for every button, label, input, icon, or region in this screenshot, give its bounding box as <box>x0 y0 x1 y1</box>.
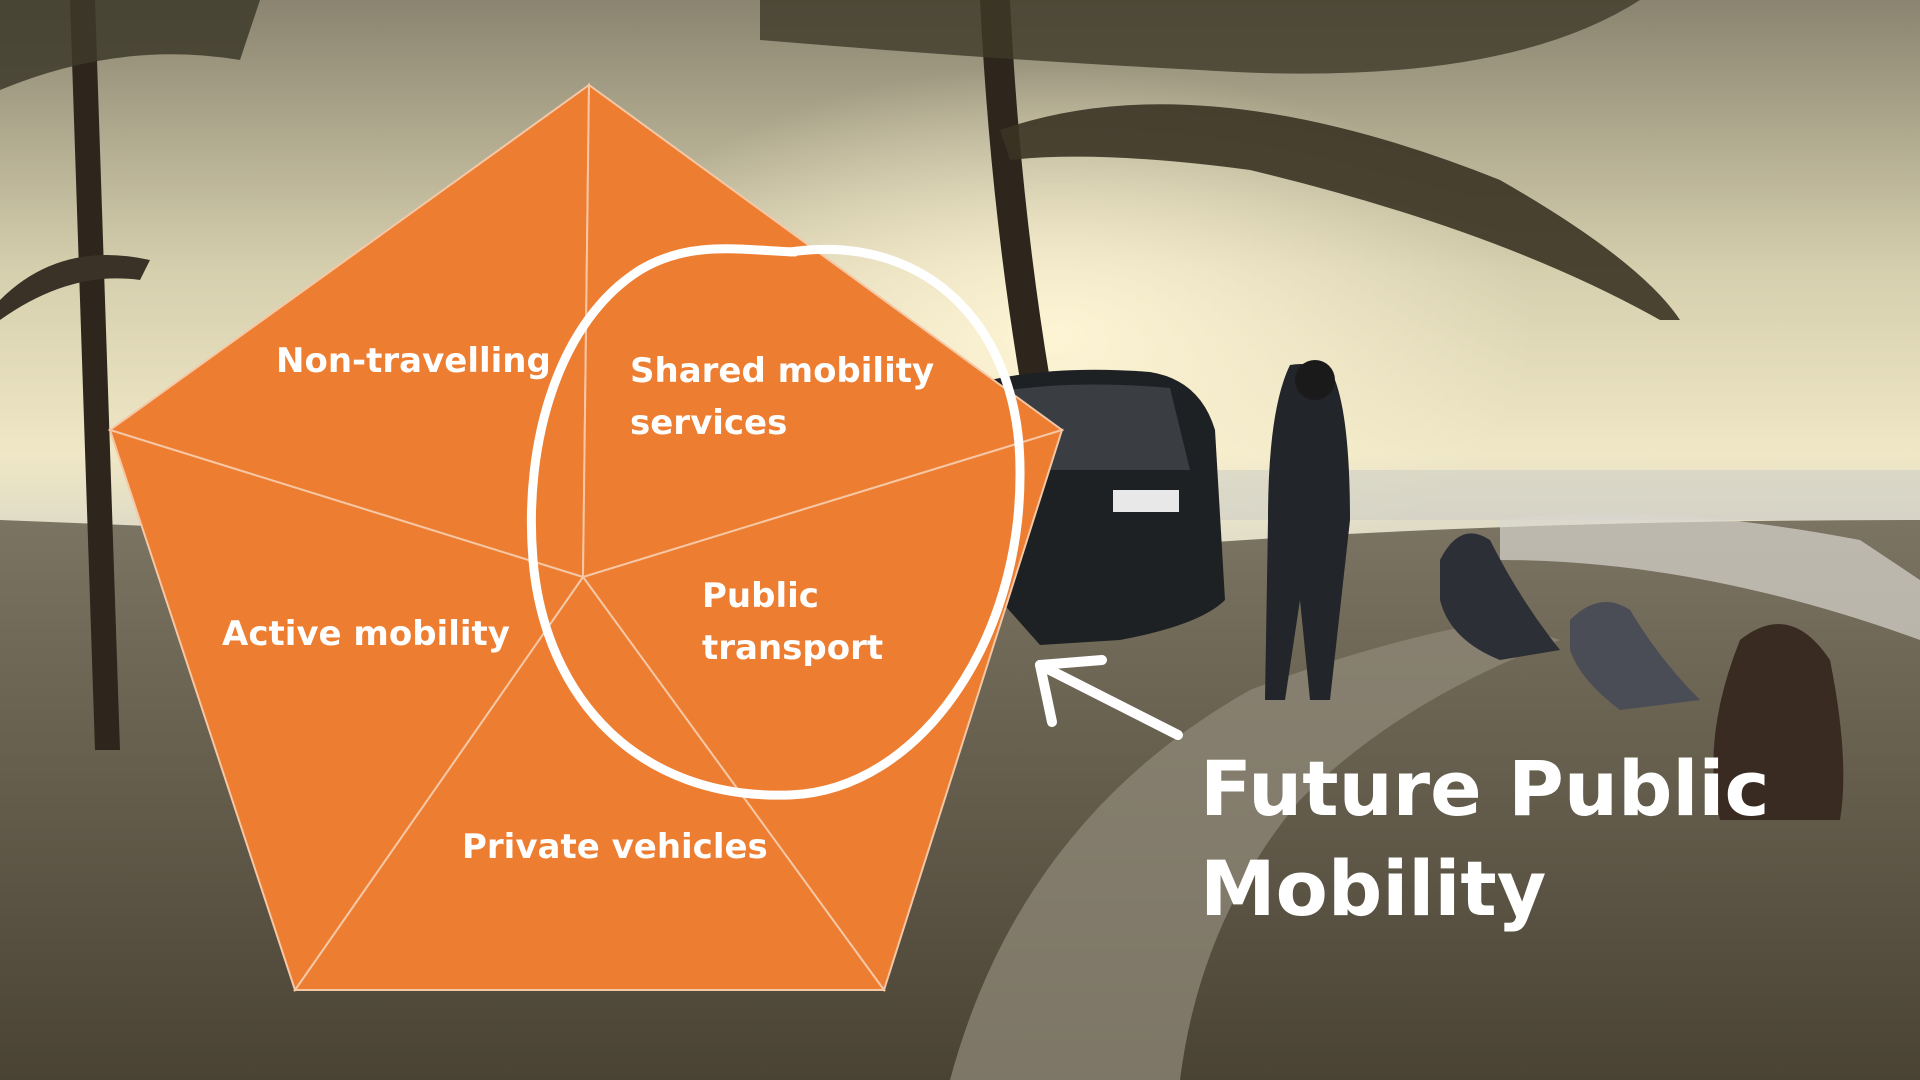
highlight-circle <box>526 244 1025 800</box>
sand-track <box>950 620 1560 1080</box>
label-non-travelling: Non-travelling <box>276 341 551 381</box>
segment-labels: Non-travelling Shared mobility services … <box>222 341 946 867</box>
pentagon-diagram <box>107 83 1065 993</box>
arrow-icon <box>1035 655 1183 740</box>
future-public-mobility-caption: Future Public Mobility <box>1200 744 1796 933</box>
label-shared-mobility: Shared mobility services <box>630 351 946 443</box>
licence-plate <box>1113 490 1179 512</box>
tree-left <box>0 0 260 750</box>
label-public-transport: Public transport <box>702 576 883 668</box>
white-dune <box>1500 513 1920 640</box>
segment-active-mobility <box>108 428 585 993</box>
label-active-mobility: Active mobility <box>222 614 510 654</box>
label-private-vehicles: Private vehicles <box>462 827 768 867</box>
people <box>1265 360 1844 820</box>
tree-center <box>760 0 1680 380</box>
